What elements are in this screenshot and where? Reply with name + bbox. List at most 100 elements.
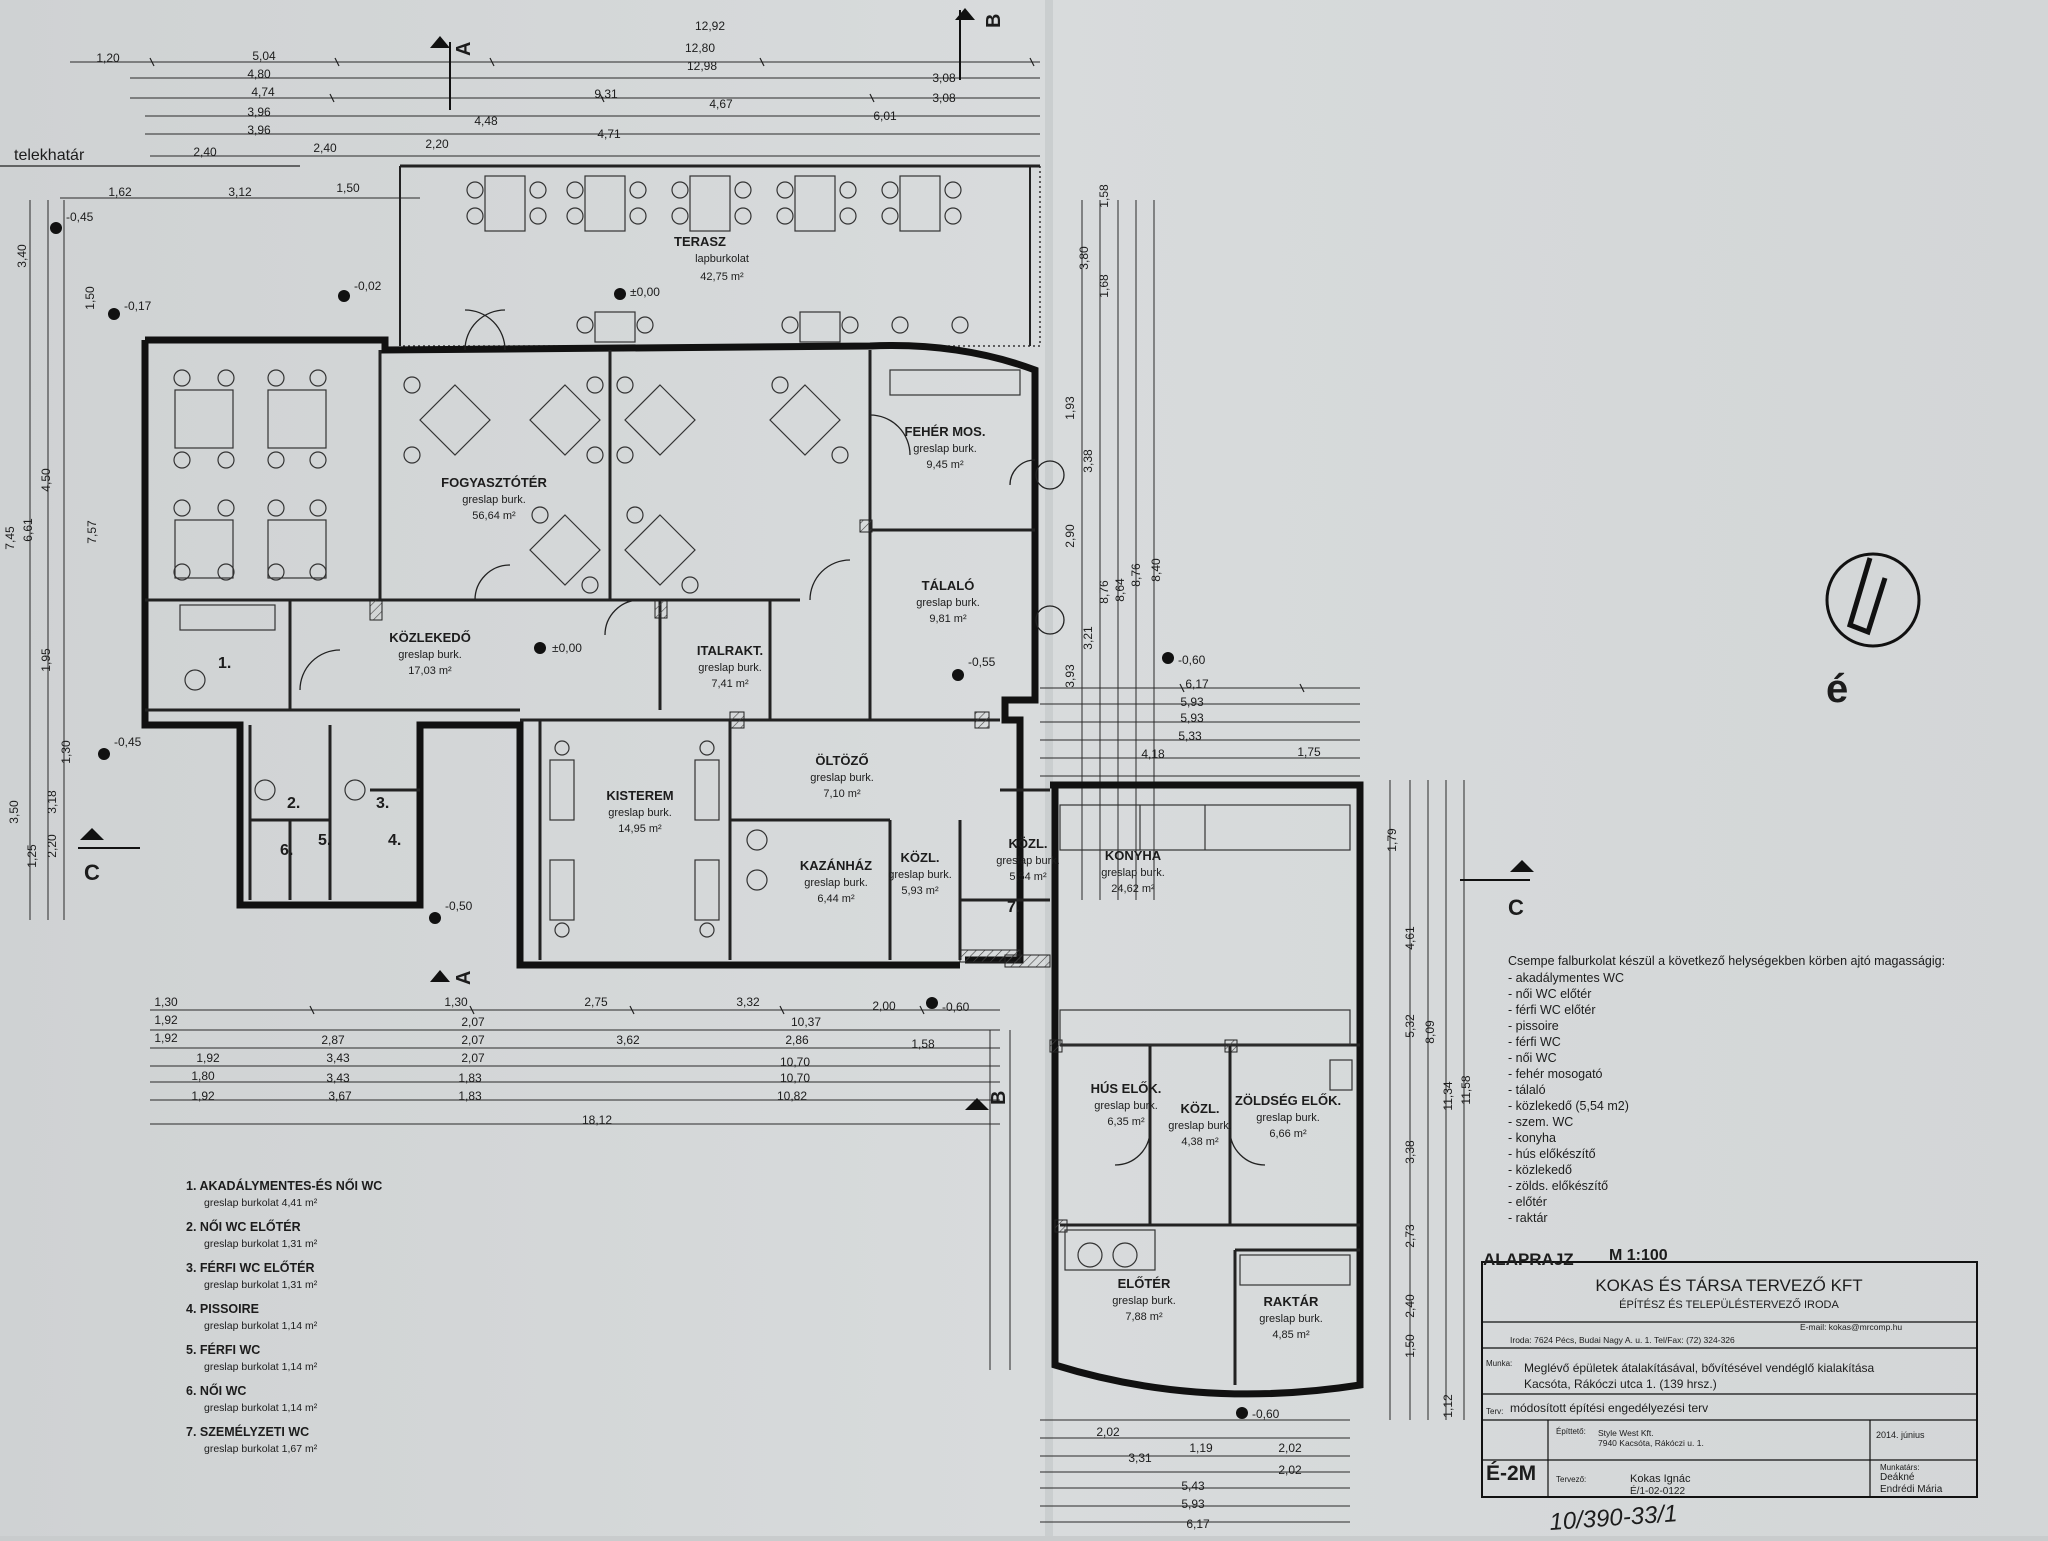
svg-text:KÖZL.: KÖZL. xyxy=(1181,1101,1220,1116)
svg-text:5.: 5. xyxy=(318,832,331,849)
svg-text:greslap burk.: greslap burk. xyxy=(1259,1313,1323,1325)
svg-text:4,71: 4,71 xyxy=(597,127,621,141)
svg-text:1. AKADÁLYMENTES-ÉS NŐI WC: 1. AKADÁLYMENTES-ÉS NŐI WC xyxy=(186,1178,382,1193)
svg-text:7940 Kacsóta, Rákóczi u. 1.: 7940 Kacsóta, Rákóczi u. 1. xyxy=(1598,1438,1704,1448)
wall-hatching xyxy=(369,519,1238,1233)
svg-text:- pissoire: - pissoire xyxy=(1508,1019,1559,1033)
svg-text:6. NŐI WC: 6. NŐI WC xyxy=(186,1383,246,1398)
svg-text:1,50: 1,50 xyxy=(1403,1334,1417,1358)
dims-top: 12,92 12,80 12,98 1,20 5,04 4,80 4,74 3,… xyxy=(96,19,956,199)
svg-text:1,79: 1,79 xyxy=(1385,828,1399,852)
svg-text:2,40: 2,40 xyxy=(193,145,217,159)
svg-text:ÉPÍTÉSZ ÉS TELEPÜLÉSTERVEZŐ IR: ÉPÍTÉSZ ÉS TELEPÜLÉSTERVEZŐ IRODA xyxy=(1619,1297,1839,1311)
svg-text:12,92: 12,92 xyxy=(695,19,725,33)
svg-text:±0,00: ±0,00 xyxy=(552,641,582,655)
svg-text:Kokas Ignác: Kokas Ignác xyxy=(1630,1473,1691,1485)
svg-text:módosított építési engedélyezé: módosított építési engedélyezési terv xyxy=(1510,1401,1708,1415)
section-b-top: B xyxy=(983,14,1005,28)
svg-text:- közlekedő (5,54 m2): - közlekedő (5,54 m2) xyxy=(1508,1099,1629,1113)
svg-text:4. PISSOIRE: 4. PISSOIRE xyxy=(186,1302,259,1316)
kitchen-equipment xyxy=(179,369,1353,1286)
svg-text:6,61: 6,61 xyxy=(21,518,35,542)
svg-text:11,58: 11,58 xyxy=(1459,1075,1473,1104)
svg-text:greslap burkolat 1,14 m²: greslap burkolat 1,14 m² xyxy=(204,1361,318,1373)
svg-text:9,81 m²: 9,81 m² xyxy=(929,613,967,625)
svg-text:1,92: 1,92 xyxy=(154,1031,178,1045)
svg-text:7,41 m²: 7,41 m² xyxy=(711,678,749,690)
svg-text:1,25: 1,25 xyxy=(25,844,39,868)
svg-text:2. NŐI WC ELŐTÉR: 2. NŐI WC ELŐTÉR xyxy=(186,1219,301,1234)
svg-text:5,54 m²: 5,54 m² xyxy=(1009,871,1047,883)
terrace-furniture xyxy=(466,175,969,343)
svg-text:1,50: 1,50 xyxy=(83,286,97,310)
svg-text:3,62: 3,62 xyxy=(616,1033,640,1047)
kisterem-tables xyxy=(549,740,720,938)
svg-text:Style West Kft.: Style West Kft. xyxy=(1598,1428,1654,1438)
svg-text:- hús előkészítő: - hús előkészítő xyxy=(1508,1147,1596,1161)
svg-text:1,30: 1,30 xyxy=(154,995,178,1009)
svg-text:greslap burkolat 1,31 m²: greslap burkolat 1,31 m² xyxy=(204,1279,318,1291)
svg-text:1,30: 1,30 xyxy=(59,740,73,764)
svg-text:6.: 6. xyxy=(280,842,293,859)
svg-text:6,17: 6,17 xyxy=(1185,677,1209,691)
svg-text:1,80: 1,80 xyxy=(191,1069,215,1083)
svg-text:10,70: 10,70 xyxy=(780,1055,810,1069)
svg-text:- tálaló: - tálaló xyxy=(1508,1083,1546,1097)
svg-text:Csempe falburkolat készül a kö: Csempe falburkolat készül a következő he… xyxy=(1508,954,1945,968)
svg-text:E-mail: kokas@mrcomp.hu: E-mail: kokas@mrcomp.hu xyxy=(1800,1322,1902,1332)
svg-text:1,68: 1,68 xyxy=(1097,274,1111,298)
svg-text:2.: 2. xyxy=(287,795,300,812)
svg-text:1,12: 1,12 xyxy=(1441,1394,1455,1418)
svg-text:-0,45: -0,45 xyxy=(114,735,142,749)
svg-text:6,66 m²: 6,66 m² xyxy=(1269,1128,1307,1140)
svg-text:- raktár: - raktár xyxy=(1508,1211,1548,1225)
svg-text:2,07: 2,07 xyxy=(461,1033,485,1047)
dims-left: 3,40 1,50 4,50 7,45 6,61 7,57 1,95 1,30 … xyxy=(3,244,99,868)
svg-text:1,58: 1,58 xyxy=(911,1037,935,1051)
title-block-frame xyxy=(1481,1261,1978,1498)
svg-text:greslap burk.: greslap burk. xyxy=(1168,1120,1232,1132)
svg-text:greslap burk.: greslap burk. xyxy=(916,597,980,609)
svg-text:11,34: 11,34 xyxy=(1441,1081,1455,1110)
svg-text:2,07: 2,07 xyxy=(461,1015,485,1029)
svg-text:2,20: 2,20 xyxy=(425,137,449,151)
svg-text:3,08: 3,08 xyxy=(932,91,956,105)
svg-text:greslap burk.: greslap burk. xyxy=(804,877,868,889)
svg-text:4,48: 4,48 xyxy=(474,114,498,128)
svg-text:4,80: 4,80 xyxy=(247,67,271,81)
svg-text:3,50: 3,50 xyxy=(7,800,21,824)
svg-text:9,45 m²: 9,45 m² xyxy=(926,459,964,471)
svg-text:8,76: 8,76 xyxy=(1097,580,1111,604)
svg-text:KÖZL.: KÖZL. xyxy=(1009,836,1048,851)
svg-text:greslap burk.: greslap burk. xyxy=(996,855,1060,867)
svg-text:5,93 m²: 5,93 m² xyxy=(901,885,939,897)
svg-text:HÚS ELŐK.: HÚS ELŐK. xyxy=(1091,1081,1162,1096)
svg-text:- férfi WC előtér: - férfi WC előtér xyxy=(1508,1003,1596,1017)
svg-text:Iroda: 7624 Pécs, Budai Nagy A: Iroda: 7624 Pécs, Budai Nagy A. u. 1. Te… xyxy=(1510,1335,1735,1345)
property-line-label: telekhatár xyxy=(14,147,85,164)
svg-text:5,32: 5,32 xyxy=(1403,1014,1417,1038)
svg-text:Terv:: Terv: xyxy=(1486,1407,1503,1416)
svg-text:4,38 m²: 4,38 m² xyxy=(1181,1136,1219,1148)
section-c-left: C xyxy=(84,860,100,885)
svg-text:2,86: 2,86 xyxy=(785,1033,809,1047)
svg-text:FEHÉR MOS.: FEHÉR MOS. xyxy=(905,424,986,439)
svg-text:greslap burk.: greslap burk. xyxy=(1101,867,1165,879)
interior-walls xyxy=(145,350,1360,1385)
svg-text:KONYHA: KONYHA xyxy=(1105,848,1162,863)
svg-text:greslap burk.: greslap burk. xyxy=(462,494,526,506)
svg-text:1,50: 1,50 xyxy=(336,181,360,195)
svg-text:1,92: 1,92 xyxy=(191,1089,215,1103)
dining-tables-left xyxy=(173,369,327,581)
svg-text:1.: 1. xyxy=(218,655,231,672)
svg-text:4,74: 4,74 xyxy=(251,85,275,99)
level-values: -0,45 -0,17 -0,02 ±0,00 ±0,00 -0,55 -0,6… xyxy=(66,210,1280,1421)
svg-text:ZÖLDSÉG ELŐK.: ZÖLDSÉG ELŐK. xyxy=(1235,1093,1341,1108)
svg-text:6,01: 6,01 xyxy=(873,109,897,123)
svg-text:-0,55: -0,55 xyxy=(968,655,996,669)
